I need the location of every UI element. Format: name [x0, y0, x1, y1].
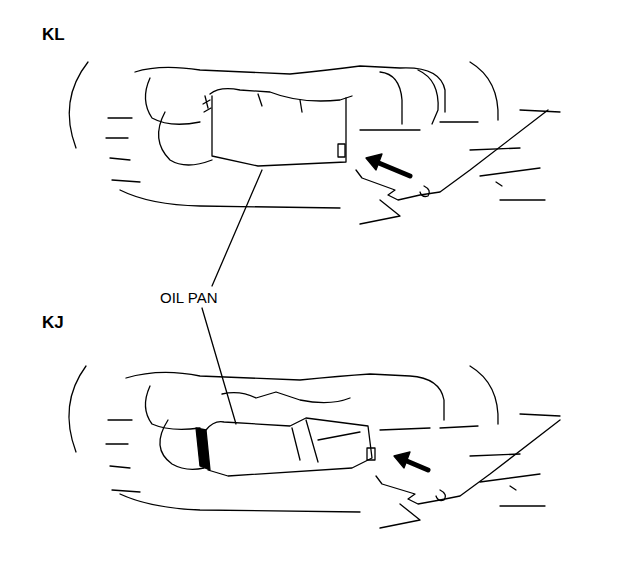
- crossmember-lower: [360, 186, 429, 224]
- drain-plug: [338, 144, 345, 157]
- frame-line: [120, 190, 340, 208]
- exhaust-pipe: [380, 70, 438, 124]
- frame-line: [120, 494, 360, 512]
- oil-pan-kj: [206, 418, 372, 476]
- view-label: KJ: [42, 314, 64, 331]
- bolt-marks: [510, 486, 516, 490]
- wheel-arc: [470, 62, 498, 120]
- leader-line: [212, 170, 262, 286]
- bolt-marks: [203, 96, 211, 112]
- crossmember-lower: [380, 490, 445, 528]
- pan-top: [222, 392, 350, 403]
- leader-line: [202, 308, 236, 424]
- wheel-arc: [470, 366, 498, 424]
- crossmember: [356, 110, 548, 200]
- hatch-lines: [106, 420, 140, 492]
- drain-plug: [367, 448, 375, 460]
- engine-upper: [126, 372, 444, 420]
- bolt-marks: [496, 182, 502, 186]
- oil-pan-kl: [212, 96, 346, 166]
- pan-ribs: [292, 420, 360, 462]
- wheel-arc: [69, 62, 88, 148]
- pointer-arrow-shaft: [374, 161, 410, 176]
- pointer-arrow-head: [394, 452, 410, 468]
- wheel-arc: [69, 366, 86, 452]
- pan-flange: [196, 428, 210, 470]
- hatch-lines: [106, 118, 140, 182]
- engine-lower-left: [145, 386, 200, 429]
- engine-lower-left: [145, 78, 200, 124]
- crossmember: [376, 420, 560, 504]
- bellhousing: [159, 112, 212, 165]
- pointer-arrow-head: [366, 154, 382, 170]
- view-label: KL: [42, 26, 65, 43]
- engine-upper: [135, 66, 445, 112]
- pan-detail: [258, 94, 302, 112]
- pan-top: [210, 89, 352, 101]
- part-name: OIL PAN: [158, 289, 220, 306]
